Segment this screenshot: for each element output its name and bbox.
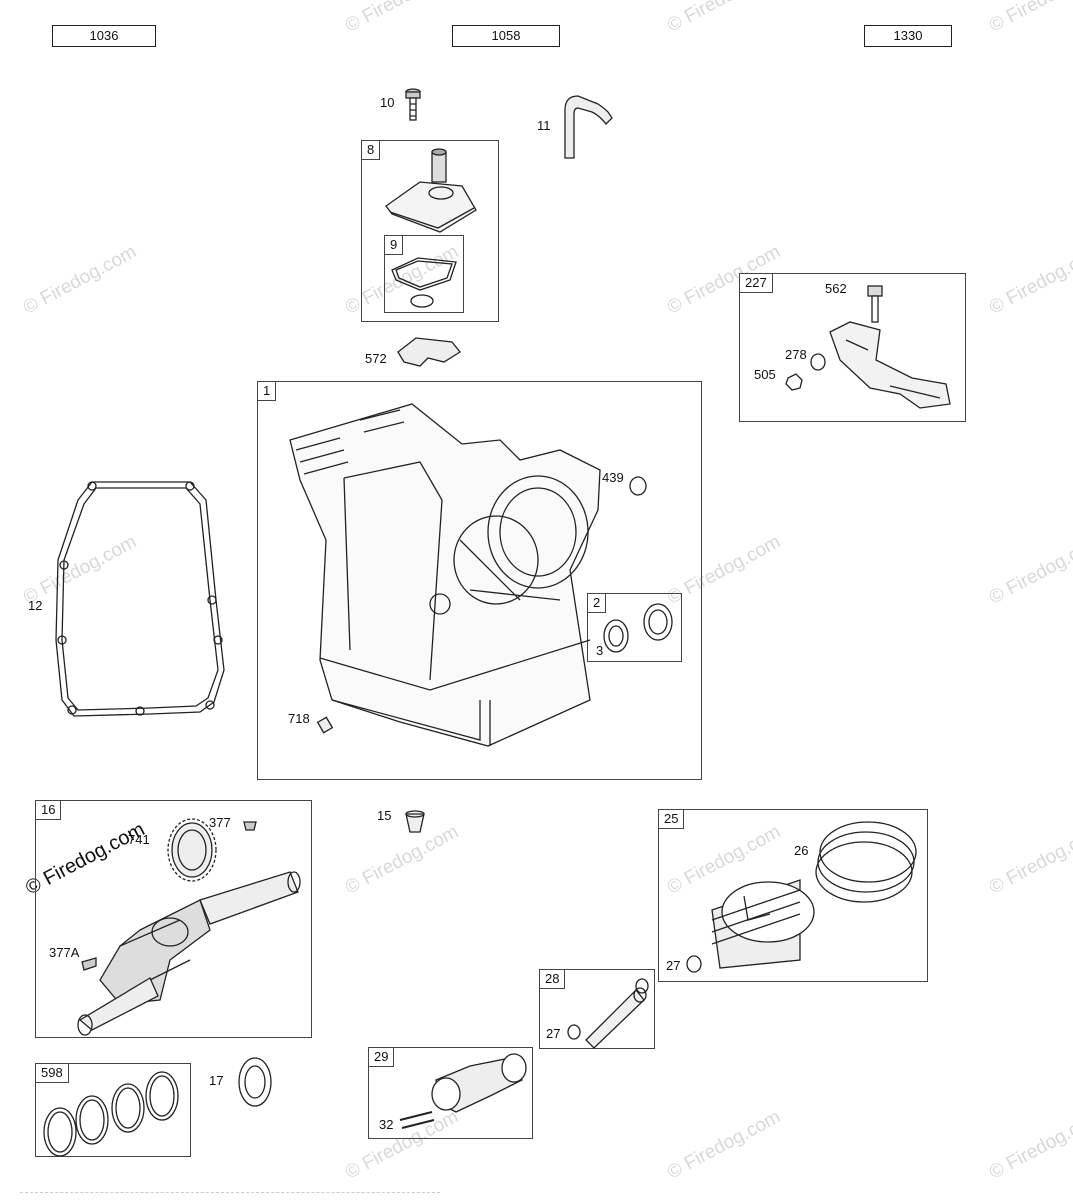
callout-10: 10 xyxy=(380,95,395,110)
ref-box-1330: 1330 xyxy=(864,25,952,47)
group-tag: 9 xyxy=(385,236,404,255)
piston-drawing xyxy=(711,879,815,969)
group-tag: 25 xyxy=(659,810,685,829)
group-connecting-rod: 29 xyxy=(368,1047,533,1139)
callout-377a: 377A xyxy=(49,945,80,960)
group-tag: 2 xyxy=(588,594,607,613)
callout-439: 439 xyxy=(602,470,624,485)
group-tag: 28 xyxy=(540,970,566,989)
bracket-572-drawing xyxy=(397,337,461,367)
callout-11: 11 xyxy=(537,118,551,133)
group-valve-cover: 8 xyxy=(361,140,499,322)
seal-kit-drawing xyxy=(603,603,673,653)
callout-27: 27 xyxy=(546,1026,561,1041)
callout-377: 377 xyxy=(209,815,231,830)
bolt-drawing xyxy=(405,88,421,121)
group-shims: 598 xyxy=(35,1063,191,1157)
gasket-drawing xyxy=(391,257,457,308)
callout-17: 17 xyxy=(209,1073,224,1088)
piston-rings-drawing xyxy=(815,821,917,903)
crankcase-gasket-drawing xyxy=(55,481,225,717)
callout-572: 572 xyxy=(365,351,387,366)
group-tag: 1 xyxy=(258,382,277,401)
callout-32: 32 xyxy=(379,1117,394,1132)
group-pin-kit: 28 xyxy=(539,969,655,1049)
callout-15: 15 xyxy=(377,808,392,823)
group-crankshaft: 16 xyxy=(35,800,312,1038)
valve-cover-drawing xyxy=(385,148,477,233)
group-tag: 16 xyxy=(36,801,62,820)
callout-505: 505 xyxy=(754,367,776,382)
group-tag: 8 xyxy=(362,141,381,160)
bearing-drawing xyxy=(238,1057,272,1107)
callout-741: 741 xyxy=(128,832,150,847)
washer-439-drawing xyxy=(629,476,647,496)
callout-26: 26 xyxy=(794,843,809,858)
page-divider xyxy=(20,1192,440,1193)
dowel-pin-drawing xyxy=(316,716,334,734)
piston-pin-drawing xyxy=(567,978,649,1049)
group-cylinder: 1 xyxy=(257,381,702,780)
shims-drawing xyxy=(43,1071,179,1157)
ref-box-1036: 1036 xyxy=(52,25,156,47)
callout-562: 562 xyxy=(825,281,847,296)
retaining-clip-drawing xyxy=(686,955,702,973)
key-377-drawing xyxy=(243,821,257,831)
breather-hose-drawing xyxy=(564,95,613,159)
callout-3: 3 xyxy=(596,643,604,658)
callout-27: 27 xyxy=(666,958,681,973)
cylinder-block-drawing xyxy=(289,403,601,747)
group-tag: 227 xyxy=(740,274,773,293)
callout-12: 12 xyxy=(28,598,43,613)
throttle-bracket-drawing xyxy=(785,285,951,409)
group-piston-assembly: 25 xyxy=(658,809,928,982)
group-gasket: 9 xyxy=(384,235,464,313)
connecting-rod-drawing xyxy=(399,1053,527,1129)
key-377a-drawing xyxy=(81,957,97,971)
group-throttle-bracket: 227 xyxy=(739,273,966,422)
group-tag: 29 xyxy=(369,1048,395,1067)
group-seal-kit: 2 xyxy=(587,593,682,662)
plug-15-drawing xyxy=(405,810,425,833)
callout-718: 718 xyxy=(288,711,310,726)
crankshaft-drawing xyxy=(77,871,301,1036)
group-tag: 598 xyxy=(36,1064,69,1083)
ref-box-1058: 1058 xyxy=(452,25,560,47)
callout-278: 278 xyxy=(785,347,807,362)
gear-drawing xyxy=(167,818,217,882)
